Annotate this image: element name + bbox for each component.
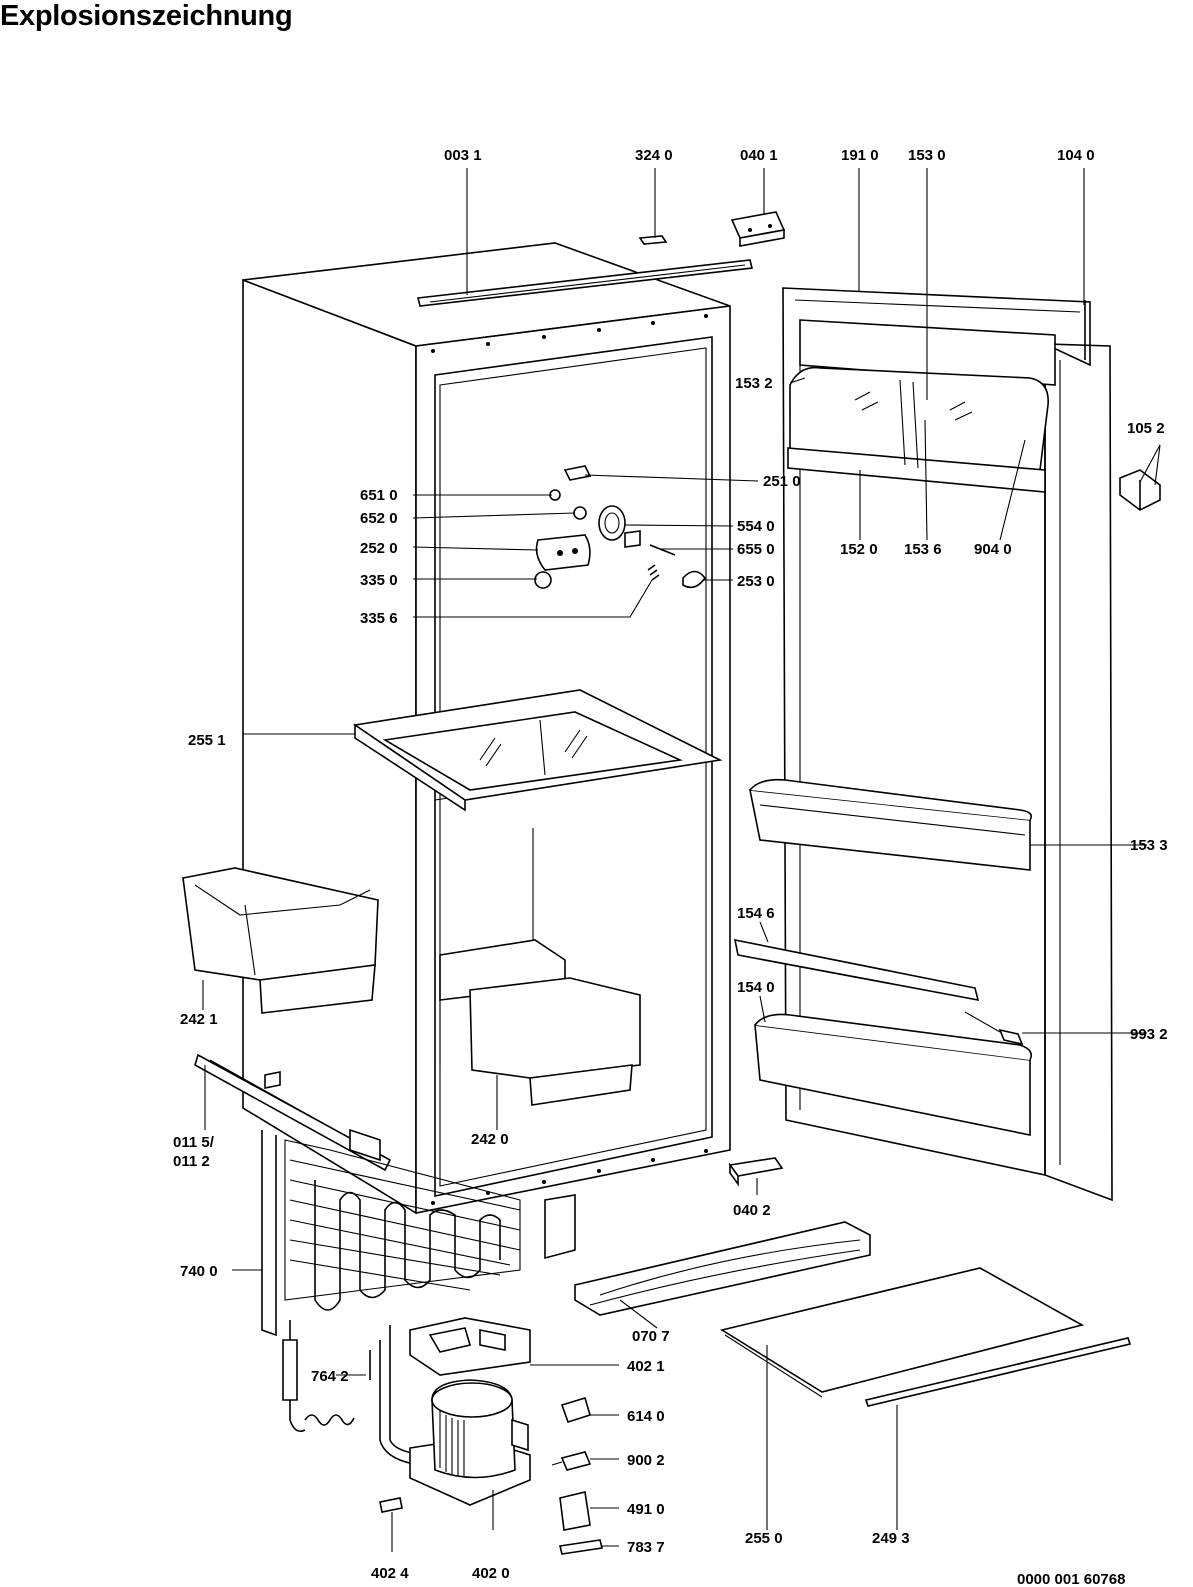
label-1520: 152 0	[840, 541, 878, 558]
label-0112: 011 2	[173, 1153, 210, 1170]
label-5540: 554 0	[737, 518, 775, 535]
label-0031: 003 1	[444, 147, 482, 164]
hinge-bracket-bottom	[728, 1157, 784, 1187]
label-2551: 255 1	[188, 732, 226, 749]
condenser	[261, 1130, 576, 1337]
label-4021: 402 1	[627, 1358, 665, 1375]
document-number: 0000 001 60768	[1017, 1571, 1125, 1587]
profile-0707	[574, 1221, 871, 1316]
label-2520: 252 0	[360, 540, 398, 557]
label-7642: 764 2	[311, 1368, 349, 1385]
strip-2493	[864, 1337, 1132, 1407]
label-0707: 070 7	[632, 1328, 670, 1345]
leader-lines	[202, 168, 1161, 1552]
door-shelf-upper	[749, 778, 1033, 871]
label-0402: 040 2	[733, 1202, 771, 1219]
label-2420: 242 0	[471, 1131, 509, 1148]
label-1532: 153 2	[735, 375, 773, 392]
label-6510: 651 0	[360, 487, 398, 504]
label-9932: 993 2	[1130, 1026, 1168, 1043]
glass-plate	[719, 1267, 1085, 1398]
bottle-rail	[733, 938, 980, 1002]
label-3350: 335 0	[360, 572, 398, 589]
hinge-bracket-top	[730, 211, 786, 247]
label-1546: 154 6	[737, 905, 775, 922]
label-1533: 153 3	[1130, 837, 1168, 854]
label-6140: 614 0	[627, 1408, 665, 1425]
label-6550: 655 0	[737, 541, 775, 558]
hinge-1052	[1119, 469, 1161, 511]
bottom-rail	[194, 1053, 392, 1172]
crisper-242-1	[182, 867, 379, 1014]
label-1052: 105 2	[1127, 420, 1165, 437]
label-1536: 153 6	[904, 541, 942, 558]
part-9932	[998, 1028, 1024, 1046]
label-1040: 104 0	[1057, 147, 1095, 164]
label-9002: 900 2	[627, 1452, 665, 1469]
crisper-242-0	[439, 939, 641, 1106]
part-labels: 003 1 324 0 040 1 191 0 153 0 104 0 153 …	[173, 147, 1168, 1587]
label-4910: 491 0	[627, 1501, 665, 1518]
label-1540: 154 0	[737, 979, 775, 996]
page-title: Explosionszeichnung	[0, 0, 293, 32]
label-2510: 251 0	[763, 473, 801, 490]
label-7837: 783 7	[627, 1539, 665, 1556]
label-1910: 191 0	[841, 147, 879, 164]
label-2421: 242 1	[180, 1011, 218, 1028]
label-0401: 040 1	[740, 147, 778, 164]
label-3356: 335 6	[360, 610, 398, 627]
top-rail	[417, 259, 753, 307]
compressor-assembly	[282, 1317, 603, 1555]
label-4020: 402 0	[472, 1565, 510, 1582]
label-2493: 249 3	[872, 1530, 910, 1547]
label-1530: 153 0	[908, 147, 946, 164]
part-3240	[638, 235, 668, 245]
door-shelf-lower	[754, 1013, 1033, 1136]
door-compartment	[787, 319, 1056, 493]
label-9040: 904 0	[974, 541, 1012, 558]
label-2550: 255 0	[745, 1530, 783, 1547]
label-7400: 740 0	[180, 1263, 218, 1280]
control-parts	[534, 465, 706, 589]
label-3240: 324 0	[635, 147, 673, 164]
label-0115: 011 5/	[173, 1134, 215, 1151]
label-4024: 402 4	[371, 1565, 409, 1582]
label-6520: 652 0	[360, 510, 398, 527]
label-2530: 253 0	[737, 573, 775, 590]
